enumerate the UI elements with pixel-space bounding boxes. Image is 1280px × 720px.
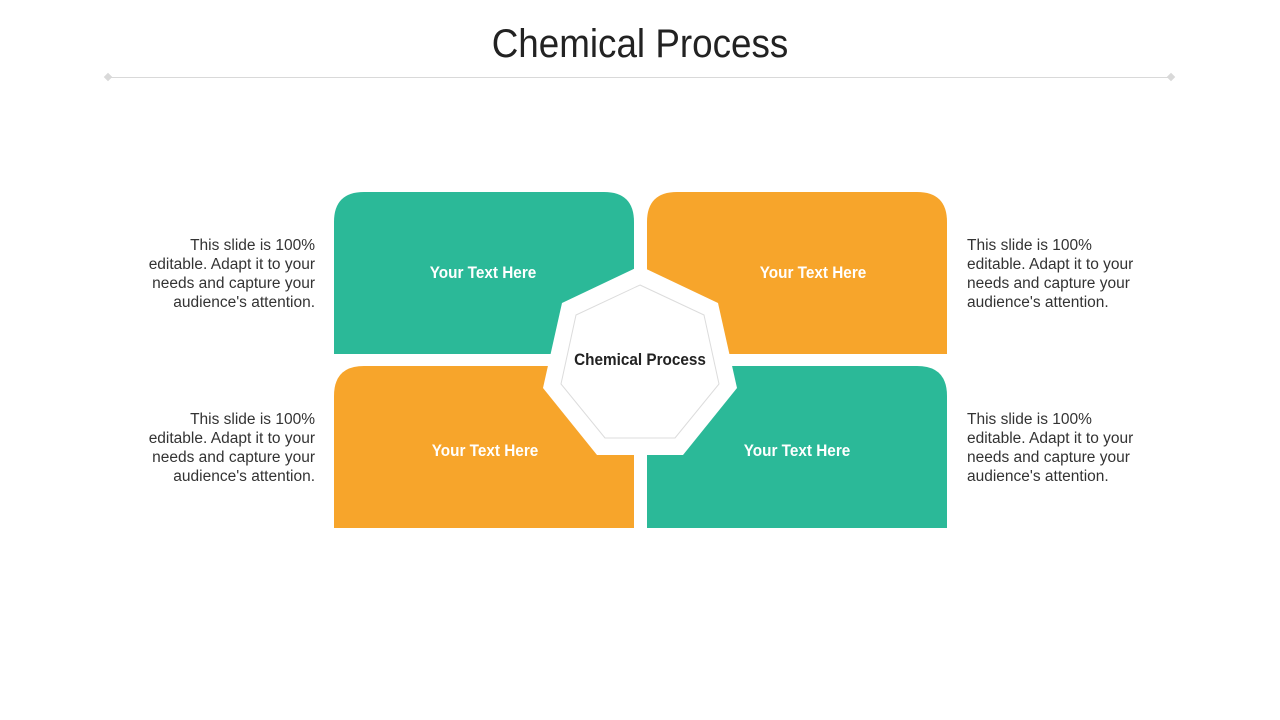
card-bottom-left-label: Your Text Here (431, 441, 539, 460)
card-top-left-label: Your Text Here (429, 263, 537, 282)
description-bottom-right: This slide is 100% editable. Adapt it to… (967, 411, 1134, 485)
title-divider (108, 77, 1172, 78)
card-bottom-right-label: Your Text Here (743, 441, 851, 460)
slide-title: Chemical Process (491, 22, 789, 66)
center-label: Chemical Process (574, 350, 706, 369)
card-top-left (334, 192, 634, 354)
card-top-right (647, 192, 947, 354)
center-heptagon-inner (560, 284, 720, 439)
description-top-right: This slide is 100% editable. Adapt it to… (967, 237, 1134, 311)
description-top-left: This slide is 100% editable. Adapt it to… (148, 237, 315, 311)
card-top-right-label: Your Text Here (759, 263, 867, 282)
description-bottom-left: This slide is 100% editable. Adapt it to… (148, 411, 315, 485)
